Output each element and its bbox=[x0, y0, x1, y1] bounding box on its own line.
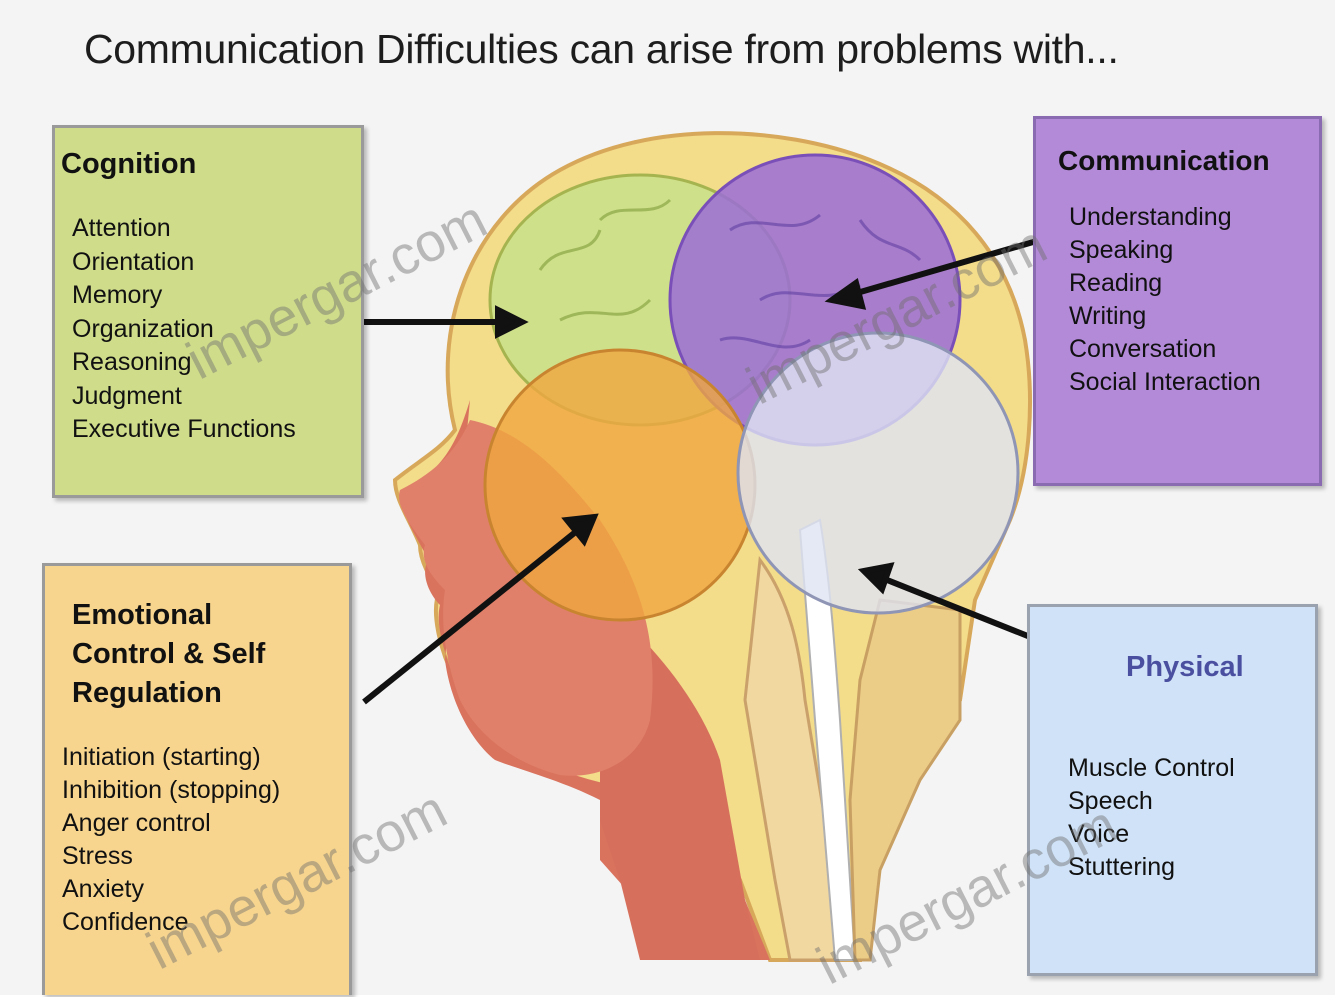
list-item: Orientation bbox=[72, 246, 296, 280]
emotional-heading-line: Control & Self bbox=[72, 635, 265, 674]
communication-heading: Communication bbox=[1058, 145, 1270, 177]
emotional-heading-line: Emotional bbox=[72, 596, 265, 635]
list-item: Voice bbox=[1068, 818, 1235, 851]
emotional-list: Initiation (starting) Inhibition (stoppi… bbox=[62, 741, 280, 939]
emotional-box: Emotional Control & Self Regulation Init… bbox=[42, 563, 352, 995]
physical-list: Muscle Control Speech Voice Stuttering bbox=[1068, 752, 1235, 884]
emotional-heading-line: Regulation bbox=[72, 674, 265, 713]
list-item: Attention bbox=[72, 212, 296, 246]
communication-box: Communication Understanding Speaking Rea… bbox=[1033, 116, 1322, 486]
list-item: Anger control bbox=[62, 807, 280, 840]
list-item: Reading bbox=[1069, 267, 1261, 300]
cognition-box: Cognition Attention Orientation Memory O… bbox=[52, 125, 364, 498]
list-item: Conversation bbox=[1069, 333, 1261, 366]
list-item: Confidence bbox=[62, 906, 280, 939]
emotional-heading: Emotional Control & Self Regulation bbox=[72, 596, 265, 713]
physical-heading: Physical bbox=[1126, 651, 1244, 684]
list-item: Initiation (starting) bbox=[62, 741, 280, 774]
page-title: Communication Difficulties can arise fro… bbox=[84, 26, 1264, 73]
list-item: Memory bbox=[72, 279, 296, 313]
back-of-neck bbox=[850, 600, 960, 960]
list-item: Writing bbox=[1069, 300, 1261, 333]
list-item: Judgment bbox=[72, 380, 296, 414]
cognition-list: Attention Orientation Memory Organizatio… bbox=[72, 212, 296, 447]
list-item: Social Interaction bbox=[1069, 366, 1261, 399]
physical-box: Physical Muscle Control Speech Voice Stu… bbox=[1027, 604, 1318, 976]
list-item: Stuttering bbox=[1068, 851, 1235, 884]
list-item: Inhibition (stopping) bbox=[62, 774, 280, 807]
list-item: Stress bbox=[62, 840, 280, 873]
list-item: Speech bbox=[1068, 785, 1235, 818]
list-item: Understanding bbox=[1069, 201, 1261, 234]
list-item: Organization bbox=[72, 313, 296, 347]
list-item: Executive Functions bbox=[72, 413, 296, 447]
list-item: Reasoning bbox=[72, 346, 296, 380]
list-item: Muscle Control bbox=[1068, 752, 1235, 785]
communication-list: Understanding Speaking Reading Writing C… bbox=[1069, 201, 1261, 399]
cognition-heading: Cognition bbox=[61, 148, 196, 181]
emotional-circle bbox=[485, 350, 755, 620]
list-item: Speaking bbox=[1069, 234, 1261, 267]
list-item: Anxiety bbox=[62, 873, 280, 906]
